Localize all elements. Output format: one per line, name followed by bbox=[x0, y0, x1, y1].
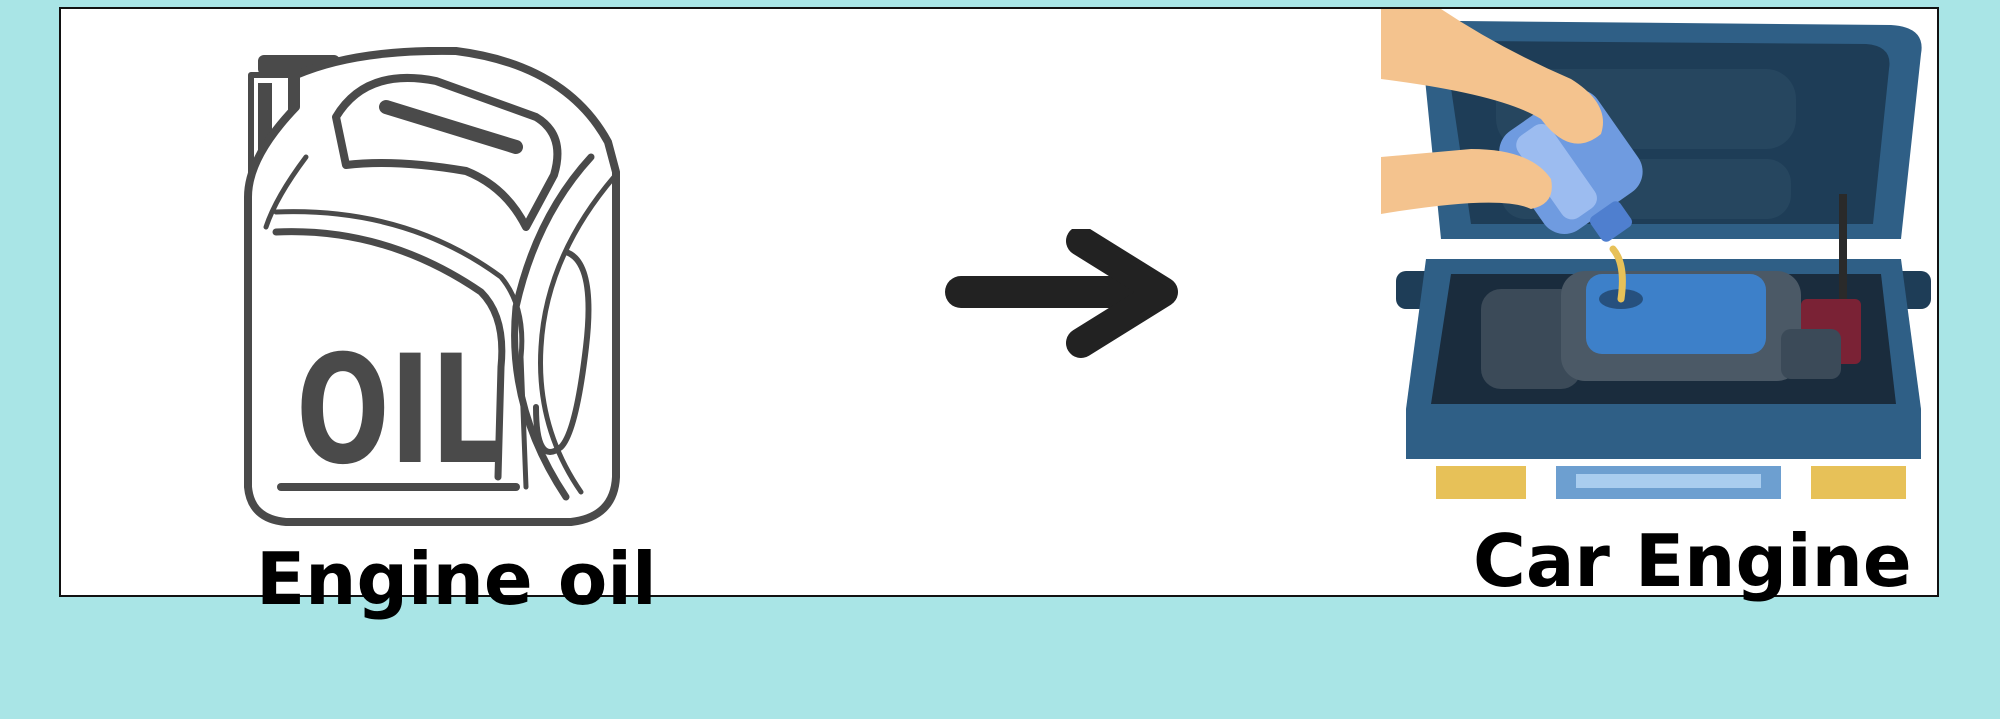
car-engine-label: Car Engine bbox=[1473, 519, 1912, 603]
arrow-right-icon bbox=[945, 229, 1178, 358]
diagram-panel: OIL bbox=[59, 7, 1939, 619]
engine-oil-label: Engine oil bbox=[256, 537, 657, 621]
oil-can-text: OIL bbox=[296, 324, 501, 498]
oil-can-icon: OIL bbox=[244, 47, 620, 526]
car-engine-illustration bbox=[1381, 9, 1931, 499]
